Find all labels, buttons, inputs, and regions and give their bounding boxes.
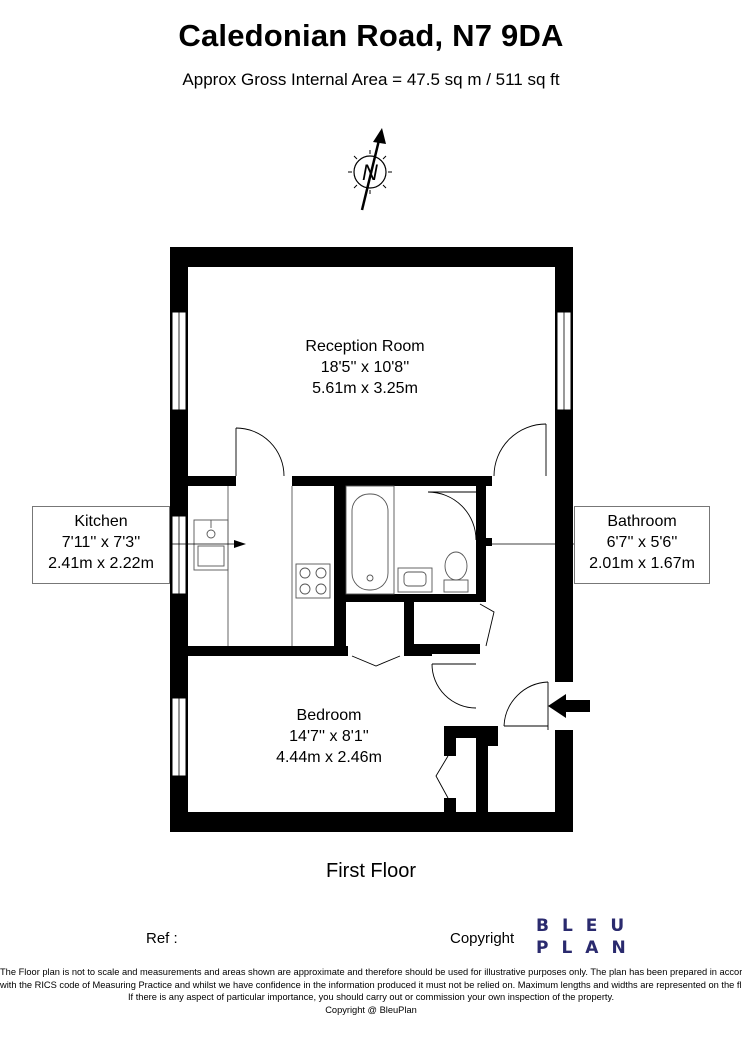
reception-label: Reception Room 18'5'' x 10'8'' 5.61m x 3… bbox=[265, 336, 465, 399]
reception-name: Reception Room bbox=[305, 338, 425, 355]
logo-line-1: BLEU bbox=[536, 916, 638, 936]
kitchen-callout: Kitchen 7'11'' x 7'3'' 2.41m x 2.22m bbox=[32, 506, 170, 584]
disclaimer-line-1: The Floor plan is not to scale and measu… bbox=[0, 967, 742, 977]
bleuplan-logo: BLEU PLAN bbox=[536, 915, 639, 959]
disclaimer-line-2: with the RICS code of Measuring Practice… bbox=[0, 979, 742, 990]
bedroom-label: Bedroom 14'7'' x 8'1'' 4.44m x 2.46m bbox=[229, 705, 429, 768]
logo-line-2: PLAN bbox=[536, 938, 639, 958]
kitchen-name: Kitchen bbox=[74, 513, 128, 530]
disclaimer: The Floor plan is not to scale and measu… bbox=[0, 966, 742, 1016]
kitchen-pointer bbox=[170, 540, 246, 548]
kitchen-imperial: 7'11'' x 7'3'' bbox=[61, 534, 141, 551]
entrance-arrow-icon bbox=[548, 694, 590, 718]
page-title: Caledonian Road, N7 9DA bbox=[178, 18, 564, 53]
bathroom-metric: 2.01m x 1.67m bbox=[589, 555, 695, 572]
bathroom-callout: Bathroom 6'7'' x 5'6'' 2.01m x 1.67m bbox=[574, 506, 710, 584]
reception-metric: 5.61m x 3.25m bbox=[312, 380, 418, 397]
interior-walls bbox=[188, 476, 498, 812]
bathroom-imperial: 6'7'' x 5'6'' bbox=[606, 534, 678, 551]
doors bbox=[235, 423, 549, 799]
bathroom-name: Bathroom bbox=[607, 513, 677, 530]
bedroom-metric: 4.44m x 2.46m bbox=[276, 749, 382, 766]
area-subtitle: Approx Gross Internal Area = 47.5 sq m /… bbox=[182, 70, 560, 89]
bedroom-name: Bedroom bbox=[296, 707, 362, 724]
reception-imperial: 18'5'' x 10'8'' bbox=[320, 359, 410, 376]
copyright-label: Copyright bbox=[450, 930, 515, 947]
kitchen-metric: 2.41m x 2.22m bbox=[48, 555, 154, 572]
floor-name: First Floor bbox=[326, 860, 416, 882]
compass-icon: N bbox=[348, 128, 392, 211]
disclaimer-line-3: If there is any aspect of particular imp… bbox=[127, 992, 615, 1002]
compass-letter: N bbox=[362, 160, 378, 185]
ref-label: Ref : bbox=[146, 930, 178, 947]
bedroom-imperial: 14'7'' x 8'1'' bbox=[289, 728, 369, 745]
kitchen-fittings bbox=[193, 486, 331, 646]
disclaimer-line-4: Copyright @ BleuPlan bbox=[325, 1004, 417, 1015]
bathroom-fittings bbox=[345, 485, 469, 595]
